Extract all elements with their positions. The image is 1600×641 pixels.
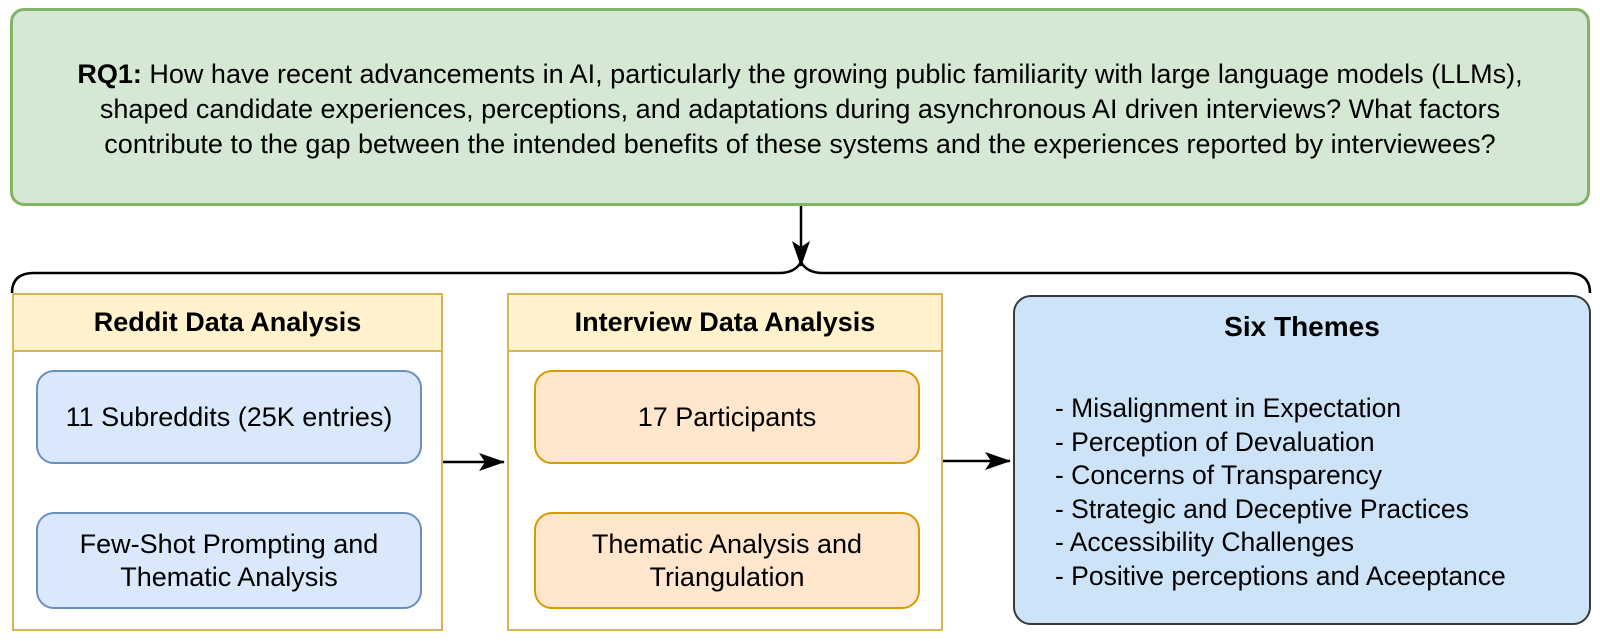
theme-item-misalignment: - Misalignment in Expectation: [1055, 393, 1402, 423]
reddit-step-prompting: Few-Shot Prompting and Thematic Analysis: [36, 512, 422, 609]
theme-item-devaluation: - Perception of Devaluation: [1055, 426, 1375, 457]
theme-item-accessibility: - Accessibility Challenges: [1055, 527, 1354, 557]
reddit-step-subreddits: 11 Subreddits (25K entries): [36, 370, 422, 464]
rq1-line-2: shaped candidate experiences, perception…: [99, 93, 1501, 124]
interview-analysis-panel: Interview Data Analysis 17 Participants …: [507, 293, 943, 631]
rq1-line-1: RQ1: How have recent advancements in AI,…: [77, 57, 1522, 92]
interview-step-thematic: Thematic Analysis and Triangulation: [534, 512, 920, 609]
rq1-question-part-1: How have recent advancements in AI, part…: [149, 58, 1523, 89]
rq1-text: RQ1: How have recent advancements in AI,…: [77, 53, 1522, 162]
theme-item-deceptive-practices: - Strategic and Deceptive Practices: [1055, 493, 1469, 524]
methods-brace: [10, 259, 1592, 294]
interview-analysis-title: Interview Data Analysis: [509, 295, 941, 352]
theme-item-transparency: - Concerns of Transparency: [1055, 460, 1382, 490]
reddit-analysis-panel: Reddit Data Analysis 11 Subreddits (25K …: [12, 293, 443, 631]
theme-item-acceptance: - Positive perceptions and Aceeptance: [1055, 560, 1506, 591]
six-themes-panel: Six Themes - Misalignment in Expectation…: [1013, 295, 1591, 625]
rq1-line-3: contribute to the gap between the intend…: [104, 128, 1496, 159]
six-themes-title: Six Themes: [1224, 311, 1380, 342]
interview-step-participants: 17 Participants: [534, 370, 920, 464]
rq1-label: RQ1:: [77, 58, 142, 89]
reddit-analysis-title: Reddit Data Analysis: [14, 295, 441, 352]
six-themes-list: - Misalignment in Expectation - Percepti…: [1015, 392, 1589, 593]
rq1-box: RQ1: How have recent advancements in AI,…: [10, 8, 1590, 206]
